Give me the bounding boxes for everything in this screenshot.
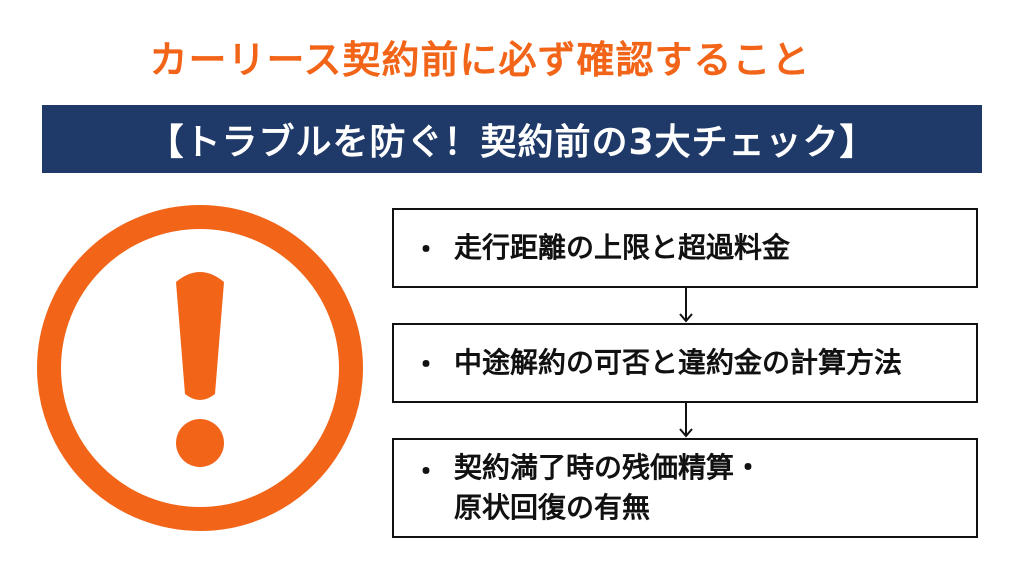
check-item-contract-end: ・ 契約満了時の残価精算・ 原状回復の有無 — [392, 438, 978, 538]
check-item-cancellation: ・ 中途解約の可否と違約金の計算方法 — [392, 323, 978, 403]
check-item-text-line2: 原状回復の有無 — [454, 491, 651, 524]
check-item-text: 走行距離の上限と超過料金 — [454, 231, 791, 264]
exclamation-circle-icon — [37, 205, 363, 531]
bullet: ・ — [412, 233, 441, 266]
flow-arrow-icon — [679, 403, 693, 438]
bullet: ・ — [412, 348, 441, 381]
page-title: カーリース契約前に必ず確認すること — [149, 38, 811, 82]
check-item-mileage: ・ 走行距離の上限と超過料金 — [392, 208, 978, 288]
bullet: ・ — [412, 455, 441, 488]
checklist-banner: 【トラブルを防ぐ！契約前の3大チェック】 — [42, 105, 982, 173]
check-item-text-line1: 契約満了時の残価精算・ — [454, 451, 763, 484]
flow-arrow-icon — [679, 288, 693, 323]
banner-text: 【トラブルを防ぐ！契約前の3大チェック】 — [147, 122, 877, 163]
check-item-text: 中途解約の可否と違約金の計算方法 — [454, 346, 903, 379]
